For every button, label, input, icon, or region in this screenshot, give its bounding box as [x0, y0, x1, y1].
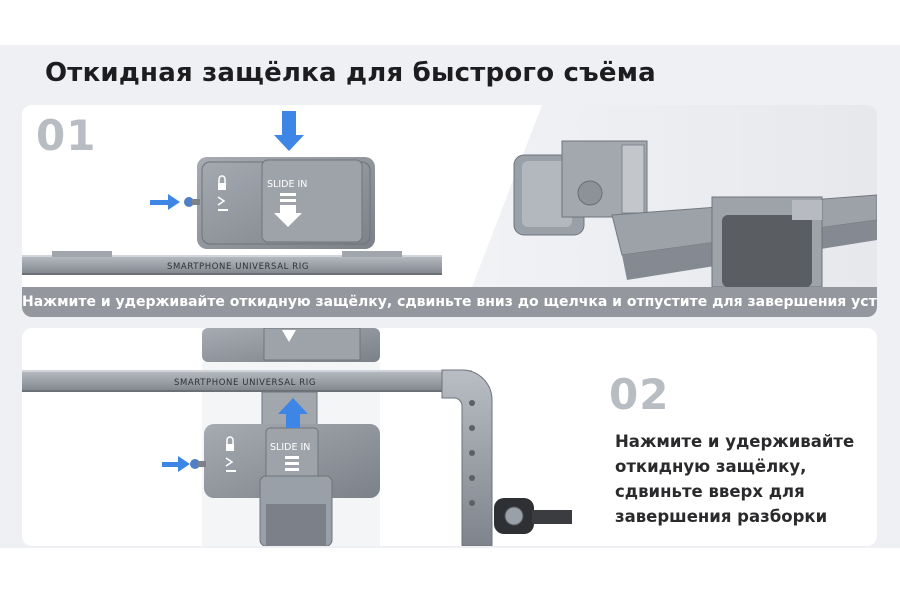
- step2-description-line: откидную защёлку,: [615, 457, 807, 476]
- step2-description: Нажмите и удерживайте откидную защёлку, …: [615, 429, 870, 529]
- step2-number: 02: [609, 370, 670, 419]
- rig-label-2: SMARTPHONE UNIVERSAL RIG: [174, 378, 316, 388]
- down-arrow-icon: [274, 111, 304, 151]
- rig-rail-2: SMARTPHONE UNIVERSAL RIG: [22, 369, 493, 546]
- slide-in-label-1: SLIDE IN: [267, 179, 307, 190]
- up-arrow-icon: [278, 398, 308, 428]
- right-arrow-icon: [162, 456, 190, 472]
- lock-icon: [225, 436, 236, 472]
- step1-illustration: SLIDE IN SMARTPHONE UNIVERSAL RIG: [22, 105, 877, 288]
- step1-caption-bar: Нажмите и удерживайте откидную защёлку, …: [22, 287, 877, 317]
- quick-release-plate-1: SLIDE IN: [184, 157, 375, 249]
- page-title: Откидная защёлка для быстрого съёма: [45, 58, 656, 88]
- step2-illustration: SMARTPHONE UNIVERSAL RIG SLIDE IN: [22, 328, 572, 546]
- step1-caption: Нажмите и удерживайте откидную защёлку, …: [22, 294, 877, 310]
- step2-description-line: завершения разборки: [615, 507, 828, 526]
- slide-in-label-2: SLIDE IN: [270, 442, 310, 453]
- step1-number: 01: [36, 111, 97, 160]
- rig-label-1: SMARTPHONE UNIVERSAL RIG: [167, 262, 309, 272]
- rig-rail-1: SMARTPHONE UNIVERSAL RIG: [22, 251, 442, 275]
- step1-panel: SLIDE IN SMARTPHONE UNIVERSAL RIG: [22, 105, 877, 317]
- rig-3d-view-1: [513, 140, 877, 288]
- step2-panel: SMARTPHONE UNIVERSAL RIG SLIDE IN: [22, 328, 877, 546]
- step2-description-line: Нажмите и удерживайте: [615, 432, 855, 451]
- step2-description-line: сдвиньте вверх для: [615, 482, 805, 501]
- right-arrow-icon: [150, 194, 180, 210]
- lock-icon: [217, 175, 228, 211]
